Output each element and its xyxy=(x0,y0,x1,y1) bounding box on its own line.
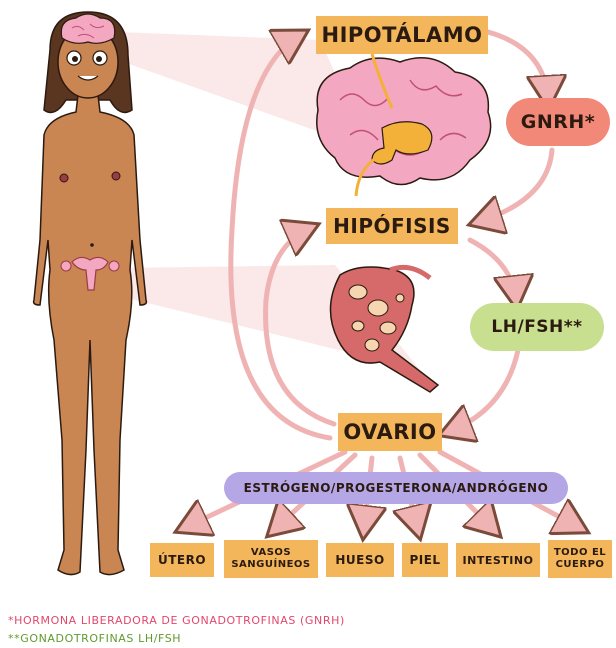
footnote-lhfsh: **GONADOTROFINAS LH/FSH xyxy=(8,632,181,645)
brain-icon xyxy=(317,58,491,185)
hipofisis-label: HIPÓFISIS xyxy=(326,208,458,244)
target-todo-el-cuerpo: TODO EL CUERPO xyxy=(548,540,612,578)
footnote-gnrh: *HORMONA LIBERADORA DE GONADOTROFINAS (G… xyxy=(8,614,345,627)
arrow-lhfsh-ovario xyxy=(448,350,518,432)
target-utero: ÚTERO xyxy=(150,543,214,577)
body xyxy=(34,95,147,575)
woman-figure xyxy=(34,12,147,575)
hipotalamo-label: HIPOTÁLAMO xyxy=(316,16,488,54)
arrow-gnrh-hipofisis xyxy=(478,150,552,222)
target-intestino: INTESTINO xyxy=(456,543,540,577)
target-hueso: HUESO xyxy=(326,543,394,577)
lhfsh-pill: LH/FSH** xyxy=(470,303,604,351)
target-vasos: VASOS SANGUÍNEOS xyxy=(224,540,318,578)
arrow-hipotalamo-gnrh xyxy=(488,32,548,100)
ovary-icon xyxy=(330,267,438,392)
ovario-label: OVARIO xyxy=(338,413,442,451)
steroids-pill: ESTRÓGENO/PROGESTERONA/ANDRÓGENO xyxy=(224,472,568,504)
target-piel: PIEL xyxy=(402,543,448,577)
arrow-hipofisis-lhfsh xyxy=(470,240,516,300)
gnrh-pill: GNRH* xyxy=(506,98,610,146)
